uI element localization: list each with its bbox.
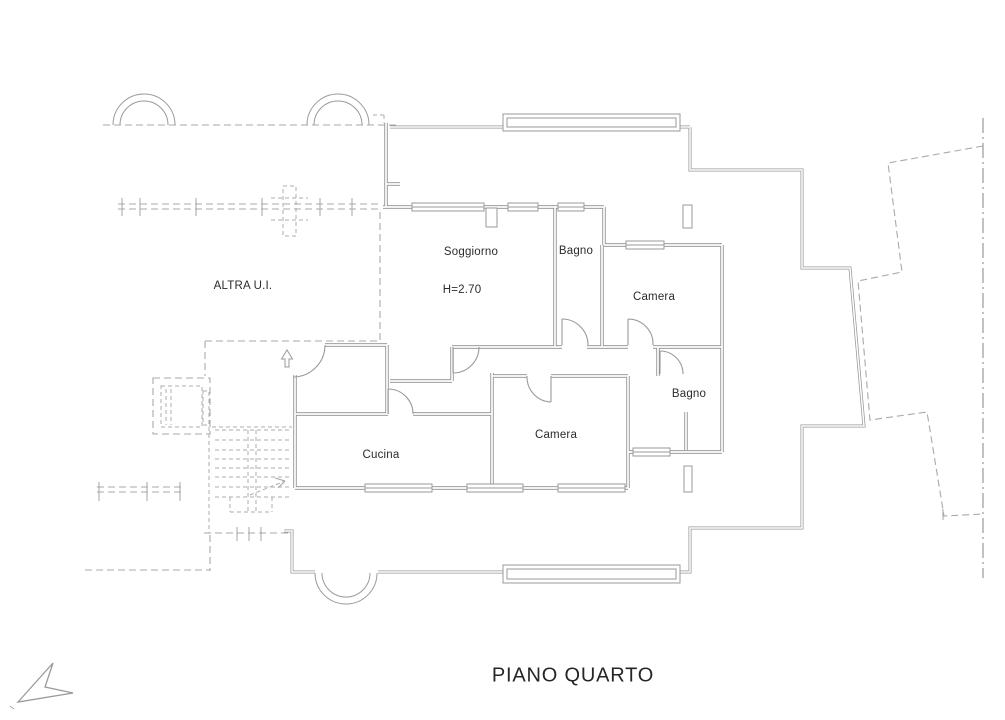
room-label-altra-ui: ALTRA U.I. bbox=[213, 280, 273, 292]
terrace-planter bbox=[502, 113, 681, 132]
cucina-door bbox=[387, 388, 414, 415]
window bbox=[557, 202, 585, 212]
camera-top-door bbox=[627, 318, 654, 346]
other-unit-dashed-walls bbox=[103, 114, 397, 376]
window bbox=[364, 483, 433, 493]
room-label-cucina: Cucina bbox=[362, 449, 400, 461]
room-label-camera-top: Camera bbox=[632, 291, 676, 303]
pillars bbox=[485, 204, 693, 493]
window bbox=[557, 483, 626, 493]
window bbox=[507, 202, 539, 212]
window bbox=[625, 240, 665, 250]
entry-door-arc bbox=[292, 344, 326, 378]
camera-bottom-door bbox=[526, 375, 552, 403]
entry-direction-arrow-icon bbox=[280, 349, 294, 368]
terrace-parapet bbox=[284, 125, 866, 574]
staircase-dashed bbox=[85, 426, 293, 571]
bagno-top-door bbox=[561, 318, 589, 346]
room-label-bagno-right: Bagno bbox=[671, 388, 707, 400]
windows bbox=[364, 113, 681, 584]
window bbox=[411, 202, 485, 212]
window bbox=[632, 447, 671, 457]
unit-walls bbox=[293, 123, 724, 490]
window bbox=[466, 483, 524, 493]
soggiorno-door bbox=[452, 346, 480, 374]
room-label-soggiorno: Soggiorno bbox=[443, 246, 499, 258]
room-label-camera-bottom: Camera bbox=[534, 429, 578, 441]
north-arrow-icon bbox=[9, 662, 74, 710]
bagno-right-door bbox=[659, 350, 684, 375]
elevator-dashed bbox=[152, 377, 211, 435]
terrace-planter bbox=[502, 564, 681, 584]
room-label-bagno-top: Bagno bbox=[558, 245, 594, 257]
room-height-note: H=2.70 bbox=[442, 284, 482, 296]
doors bbox=[292, 318, 684, 415]
floor-title: PIANO QUARTO bbox=[491, 664, 655, 687]
property-boundary-dashed bbox=[857, 145, 984, 520]
arched-opening-icons bbox=[112, 93, 378, 605]
